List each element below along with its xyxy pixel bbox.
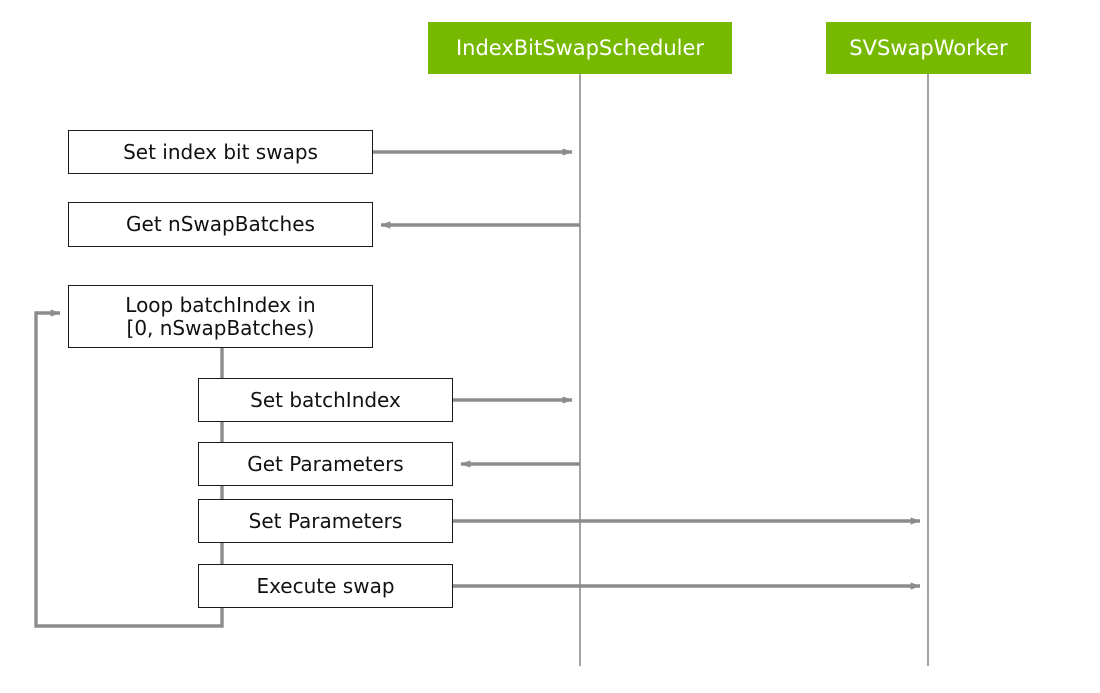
message-label-set-batchindex: Set batchIndex xyxy=(250,387,401,412)
message-label-get-nswapbatches: Get nSwapBatches xyxy=(126,212,315,237)
message-label-set-index-bit-swaps: Set index bit swaps xyxy=(123,139,318,164)
participant-worker-label: SVSwapWorker xyxy=(849,36,1008,60)
message-box-get-parameters[interactable]: Get Parameters xyxy=(198,442,453,486)
message-box-get-nswapbatches[interactable]: Get nSwapBatches xyxy=(68,202,373,247)
message-box-set-index-bit-swaps[interactable]: Set index bit swaps xyxy=(68,130,373,174)
loop-return-path xyxy=(34,309,224,628)
message-label-set-parameters: Set Parameters xyxy=(248,508,403,533)
participant-scheduler-label: IndexBitSwapScheduler xyxy=(455,36,705,60)
message-box-set-parameters[interactable]: Set Parameters xyxy=(198,499,453,543)
participant-scheduler[interactable]: IndexBitSwapScheduler xyxy=(428,22,732,74)
message-label-loop-batchindex: Loop batchIndex in [0, nSwapBatches) xyxy=(125,293,316,340)
message-box-execute-swap[interactable]: Execute swap xyxy=(198,564,453,608)
participant-worker[interactable]: SVSwapWorker xyxy=(826,22,1031,74)
message-label-execute-swap: Execute swap xyxy=(256,573,395,598)
message-box-set-batchindex[interactable]: Set batchIndex xyxy=(198,378,453,422)
message-label-get-parameters: Get Parameters xyxy=(247,451,404,476)
message-box-loop-batchindex[interactable]: Loop batchIndex in [0, nSwapBatches) xyxy=(68,285,373,348)
